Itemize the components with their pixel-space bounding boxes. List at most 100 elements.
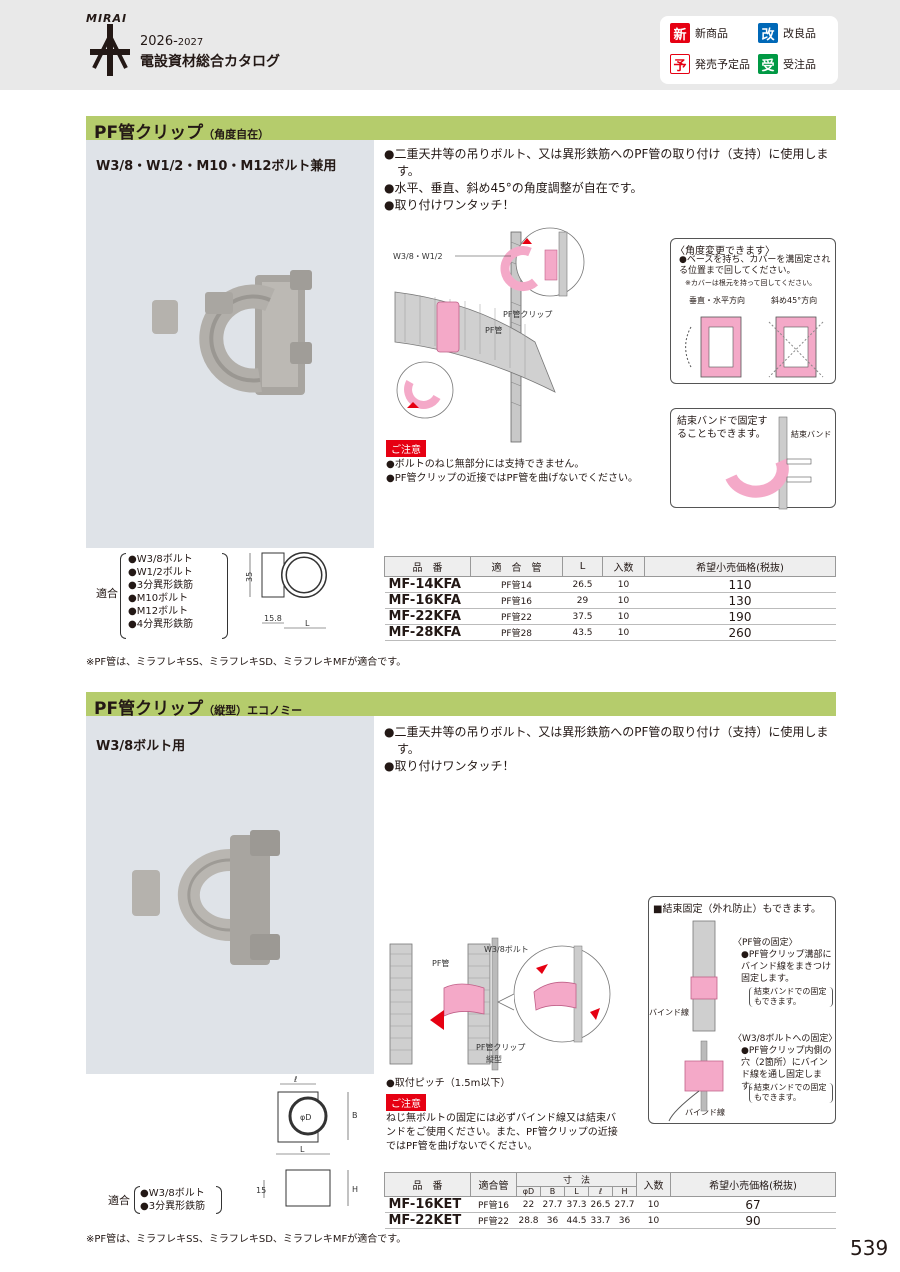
section1-title: PF管クリップ（角度自在） (94, 123, 270, 143)
section2-dimension-drawing: ℓ φD B L 15 H (256, 1075, 358, 1207)
band-diagram-icon (725, 416, 812, 510)
legend-improved: 改改良品 (758, 23, 816, 43)
applicable-item: ●W3/8ボルト (140, 1188, 205, 1199)
dim2-l: L (300, 1145, 305, 1154)
product-legend: 新新商品 改改良品 予発売予定品 受受注品 (660, 16, 838, 84)
legend-order: 受受注品 (758, 54, 816, 74)
legend-new: 新新商品 (670, 23, 728, 43)
bind-box-sub1: 〈PF管の固定〉 (733, 938, 798, 948)
table-header: 適 合 管 (470, 556, 563, 577)
table-header: 希望小売価格(税抜) (644, 556, 836, 577)
feature-item: ●水平、垂直、斜め45°の角度調整が自在です。 (384, 181, 643, 195)
angle-diagram-icon (685, 316, 824, 378)
section2-caution-text: ねじ無ボルトの固定には必ずバインド線又は結束バンドをご使用ください。また、PF管… (386, 1113, 618, 1152)
caution-item: ●PF管クリップの近接ではPF管を曲げないでください。 (386, 473, 638, 484)
band-box-text: 結束バンドで固定することもできます。 (677, 416, 768, 440)
diagram2-pipe-label: PF管 (432, 958, 449, 968)
band-fix-box: 結束バンドで固定することもできます。 結束バンド (670, 408, 836, 510)
catalog-year: 2026-2027 (140, 34, 204, 49)
band-box-label: 結束バンド (791, 430, 832, 439)
mount-pitch: ●取付ピッチ（1.5m以下） (386, 1078, 511, 1089)
table-header: L (562, 556, 603, 577)
dim-l: L (305, 619, 310, 628)
angle-box-title: 〈角度変更できます〉 (675, 246, 775, 257)
diagram1-pipe-label: PF管 (485, 325, 502, 335)
applicable-item: ●M12ボルト (128, 606, 189, 617)
page-header: MIRAI 2026-2027 電設資材総合カタログ 新新商品 改改良品 予発売… (0, 0, 900, 90)
section1-title-bar: PF管クリップ（角度自在） (86, 116, 836, 143)
feature-item: ●二重天井等の吊りボルト、又は異形鉄筋へのPF管の取り付け（支持）に使用します。 (384, 147, 829, 178)
section1-applicable: 適合 ●W3/8ボルト ●W1/2ボルト ●3分異形鉄筋 ●M10ボルト ●M1… (96, 553, 241, 643)
bind-box-sub2: 〈W3/8ボルトへの固定〉 (733, 1034, 838, 1044)
table-header: 入数 (602, 556, 645, 577)
section2-install-diagram: PF管 W3/8ボルト PF管クリップ 縦型 (389, 937, 611, 1071)
feature-item: ●取り付けワンタッチ！ (384, 759, 515, 773)
table-header: 寸 法 (516, 1172, 637, 1187)
diagram2-bolt-label: W3/8ボルト (484, 945, 529, 954)
dim2-h: H (352, 1185, 358, 1194)
section1-bolt-title: W3/8・W1/2・M10・M12ボルト兼用 (96, 159, 337, 174)
diagram1-bolt-label: W3/8・W1/2 (393, 252, 443, 261)
section2-title: PF管クリップ（縦型）エコノミー (94, 699, 303, 719)
feature-item: ●二重天井等の吊りボルト、又は異形鉄筋へのPF管の取り付け（支持）に使用します。 (384, 725, 829, 756)
bind-label-2: バインド線 (685, 1108, 725, 1117)
bind-diagram-icon (668, 920, 724, 1122)
dim-15-8: 15.8 (264, 614, 282, 623)
applicable-item: ●3分異形鉄筋 (140, 1201, 206, 1212)
bind-box-paren1: 結束バンドでの固定もできます。 (749, 987, 833, 1007)
section1-features: ●二重天井等の吊りボルト、又は異形鉄筋へのPF管の取り付け（支持）に使用します。… (384, 146, 834, 214)
table-header: 適合管 (470, 1172, 517, 1197)
angle-box-text: ●ベースを持ち、カバーを溝固定される位置まで回してください。 (679, 255, 831, 276)
applicable-item: ●M10ボルト (128, 593, 189, 604)
section2-features: ●二重天井等の吊りボルト、又は異形鉄筋へのPF管の取り付け（支持）に使用します。… (384, 724, 834, 775)
diagram1-clip-label: PF管クリップ (503, 309, 552, 319)
pf-clip-angle-product-image (152, 270, 312, 395)
section2-bolt-title: W3/8ボルト用 (96, 739, 186, 754)
diagram2-clip-label2: 縦型 (486, 1054, 502, 1064)
pf-clip-vertical-product-image (132, 830, 280, 965)
section1-note: ※PF管は、ミラフレキSS、ミラフレキSD、ミラフレキMFが適合です。 (86, 657, 407, 668)
catalog-title: 電設資材総合カタログ (140, 54, 280, 70)
section2-title-bar: PF管クリップ（縦型）エコノミー (86, 692, 836, 719)
bind-label-1: バインド線 (649, 1008, 689, 1017)
angle-label-vertical: 垂直・水平方向 (689, 296, 745, 305)
bind-box-title: ■結束固定（外れ防止）もできます。 (653, 904, 822, 915)
diagram2-clip-label: PF管クリップ (476, 1042, 525, 1052)
section1-dimension-drawing: 35 15.8 L (245, 552, 327, 629)
page-number: 539 (850, 1236, 889, 1260)
bind-box-paren2: 結束バンドでの固定もできます。 (749, 1083, 833, 1103)
section1-caution-tag: ご注意 (386, 440, 426, 457)
dim2-l1: ℓ (293, 1075, 297, 1084)
section2-caution-tag: ご注意 (386, 1094, 426, 1111)
angle-change-box: 〈角度変更できます〉 ●ベースを持ち、カバーを溝固定される位置まで回してください… (670, 238, 836, 384)
legend-upcoming: 予発売予定品 (670, 54, 750, 74)
bind-fix-box: ■結束固定（外れ防止）もできます。 〈PF管の固定〉 ●PF管クリップ溝部にバイ… (648, 896, 838, 1124)
improved-badge-icon: 改 (758, 23, 778, 43)
angle-box-note: ※カバーは根元を持って回してください。 (685, 279, 817, 287)
feature-item: ●取り付けワンタッチ！ (384, 198, 515, 212)
new-badge-icon: 新 (670, 23, 690, 43)
table-header: 希望小売価格(税抜) (670, 1172, 836, 1197)
angle-label-diagonal: 斜め45°方向 (771, 296, 818, 305)
dim2-b: B (352, 1111, 358, 1120)
table-header: 品 番 (384, 1172, 471, 1197)
applicable-item: ●4分異形鉄筋 (128, 619, 194, 630)
section2-note: ※PF管は、ミラフレキSS、ミラフレキSD、ミラフレキMFが適合です。 (86, 1234, 407, 1245)
applicable-item: ●W3/8ボルト (128, 554, 193, 565)
applicable-item: ●W1/2ボルト (128, 567, 193, 578)
section2-applicable: 適合 ●W3/8ボルト ●3分異形鉄筋 (108, 1186, 228, 1216)
logo-wordmark: MIRAI (86, 12, 128, 25)
table-header: 入数 (636, 1172, 671, 1197)
section1-cautions: ●ボルトのねじ無部分には支持できません。 ●PF管クリップの近接ではPF管を曲げ… (386, 458, 638, 486)
dim2-15: 15 (256, 1186, 266, 1195)
order-badge-icon: 受 (758, 54, 778, 74)
upcoming-badge-icon: 予 (670, 54, 690, 74)
table-header: 品 番 (384, 556, 471, 577)
